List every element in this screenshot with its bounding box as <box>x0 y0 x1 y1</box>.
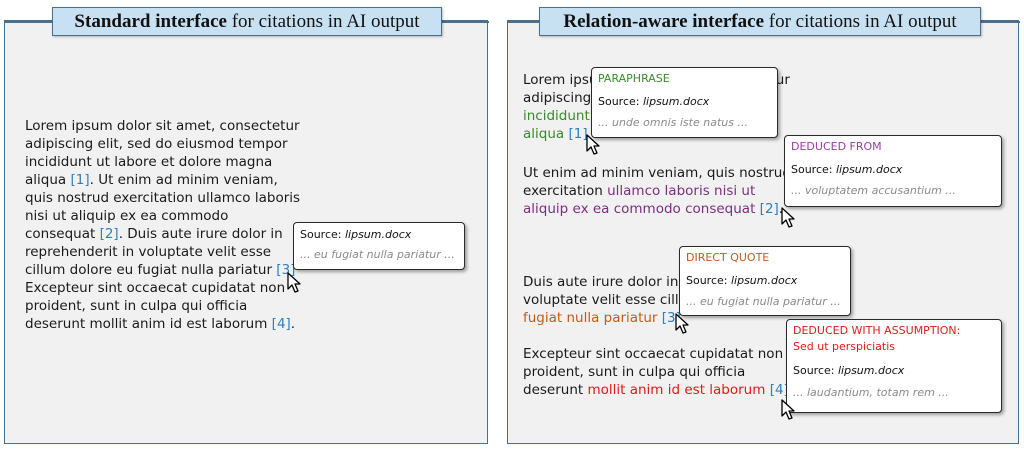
relation-label: PARAPHRASE <box>598 72 670 85</box>
tooltip-deduced-from: DEDUCED FROM Source: lipsum.docx ... vol… <box>784 135 1002 207</box>
tooltip-excerpt: ... eu fugiat nulla pariatur ... <box>300 248 455 261</box>
title-rule-right <box>980 21 1020 23</box>
citation-link-4[interactable]: [4] <box>271 316 291 332</box>
mouse-pointer-icon <box>781 207 795 228</box>
assumption-text: Sed ut perspiciatis <box>793 340 895 353</box>
citation-link-3[interactable]: [3] <box>276 262 296 278</box>
panel-title-relation-aware: Relation-aware interface for citations i… <box>539 7 981 36</box>
tooltip-deduced-with-assumption: DEDUCED WITH ASSUMPTION: Sed ut perspici… <box>786 319 1002 413</box>
tooltip-excerpt: ... laudantium, totam rem ... <box>793 386 949 399</box>
tooltip-source: Source: lipsum.docx <box>300 228 412 241</box>
paragraph-4: Excepteur sint occaecat cupidatat non pr… <box>523 346 793 398</box>
mouse-pointer-icon <box>287 272 301 293</box>
standard-interface-panel: Standard interface for citations in AI o… <box>4 7 489 444</box>
tooltip-direct-quote: DIRECT QUOTE Source: lipsum.docx ... eu … <box>679 246 851 316</box>
citation-link-2[interactable]: [2] <box>99 226 119 242</box>
citation-link-1[interactable]: [1] <box>568 126 588 142</box>
relation-label: DIRECT QUOTE <box>686 251 770 264</box>
citation-link-1[interactable]: [1] <box>70 172 90 188</box>
title-rule-left <box>4 21 52 23</box>
title-rule-left <box>507 21 539 23</box>
tooltip-source: Source: lipsum.docx <box>598 95 710 108</box>
title-rule-right <box>441 21 489 23</box>
citation-tooltip: Source: lipsum.docx ... eu fugiat nulla … <box>293 222 465 270</box>
tooltip-paraphrase: PARAPHRASE Source: lipsum.docx ... unde … <box>591 67 778 138</box>
citation-link-4[interactable]: [4] <box>769 382 789 398</box>
mouse-pointer-icon <box>586 134 600 155</box>
tooltip-source: Source: lipsum.docx <box>793 364 905 377</box>
mouse-pointer-icon <box>781 399 795 420</box>
mouse-pointer-icon <box>675 313 689 334</box>
tooltip-source: Source: lipsum.docx <box>686 274 798 287</box>
paragraph-3: Duis aute irure dolor in voluptate velit… <box>523 274 688 326</box>
tooltip-excerpt: ... unde omnis iste natus ... <box>598 116 748 129</box>
paragraph-2: Ut enim ad minim veniam, quis nostrud ex… <box>523 165 791 217</box>
relation-label: DEDUCED WITH ASSUMPTION: <box>793 324 961 337</box>
panel-title-standard: Standard interface for citations in AI o… <box>52 7 442 36</box>
ai-output-text: Lorem ipsum dolor sit amet, consectetur … <box>25 118 301 332</box>
tooltip-excerpt: ... eu fugiat nulla pariatur ... <box>686 295 841 308</box>
tooltip-excerpt: ... voluptatem accusantium ... <box>791 184 956 197</box>
citation-link-2[interactable]: [2] <box>759 201 779 217</box>
relation-aware-interface-panel: Relation-aware interface for citations i… <box>507 7 1020 444</box>
tooltip-source: Source: lipsum.docx <box>791 163 903 176</box>
relation-label: DEDUCED FROM <box>791 140 882 153</box>
